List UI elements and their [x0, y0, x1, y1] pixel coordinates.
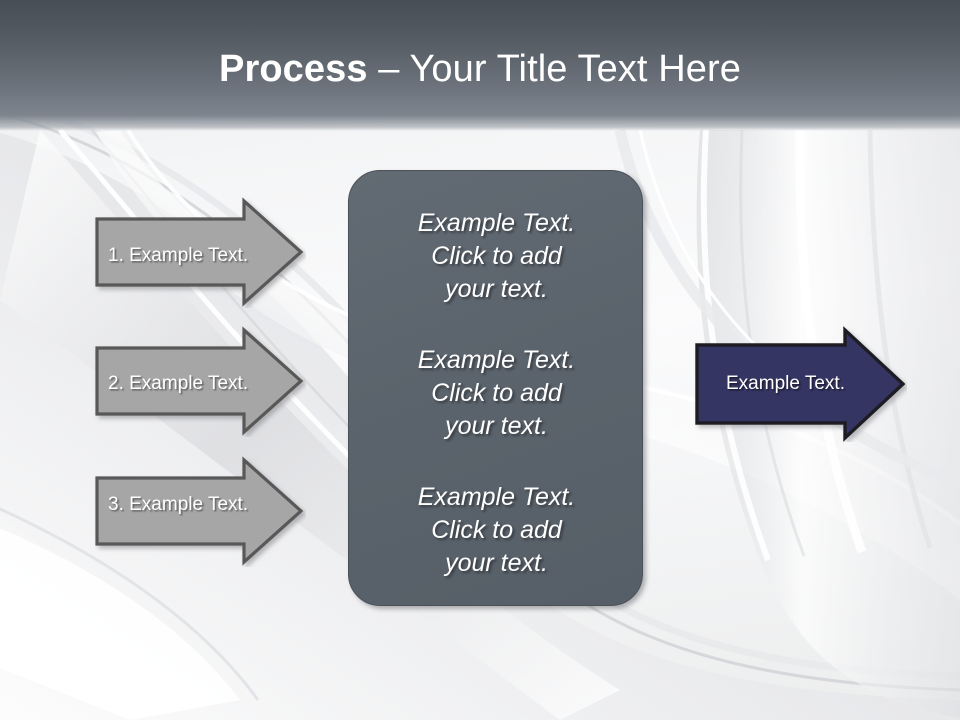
- center-panel-block-3[interactable]: Example Text. Click to add your text.: [417, 483, 576, 577]
- input-arrow-1[interactable]: [92, 196, 306, 308]
- input-arrow-3[interactable]: [92, 455, 306, 567]
- page-title-bold: Process: [219, 48, 368, 90]
- center-panel-block-1[interactable]: Example Text. Click to add your text.: [417, 209, 576, 303]
- center-panel-text-group: Example Text. Click to add your text. Ex…: [349, 207, 644, 580]
- center-process-panel[interactable]: Example Text. Click to add your text. Ex…: [348, 170, 643, 606]
- page-title: Process – Your Title Text Here: [0, 47, 960, 91]
- page-title-rest: – Your Title Text Here: [367, 48, 741, 90]
- title-band: [0, 0, 960, 131]
- center-panel-block-2[interactable]: Example Text. Click to add your text.: [417, 346, 576, 440]
- output-arrow[interactable]: [693, 326, 907, 442]
- input-arrow-2[interactable]: [92, 325, 306, 437]
